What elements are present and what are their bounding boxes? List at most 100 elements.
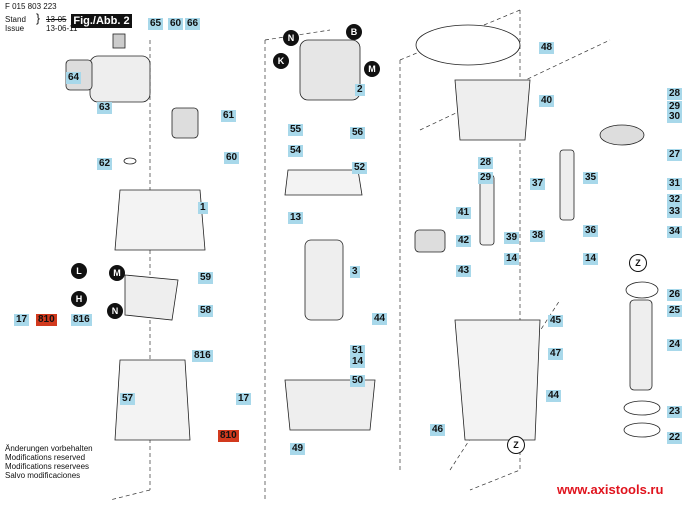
- part-label-810: 810: [218, 430, 239, 442]
- part-label-62: 62: [97, 158, 113, 170]
- part-label-51: 51: [350, 345, 366, 357]
- issue-label: Issue: [5, 24, 25, 33]
- top-housing-shape: [89, 55, 151, 103]
- part-label-44: 44: [372, 313, 388, 325]
- part-label-66: 66: [185, 18, 201, 30]
- gasket-shape: [415, 24, 521, 66]
- part-label-39: 39: [504, 232, 520, 244]
- part-label-36: 36: [583, 225, 599, 237]
- washer-shape: [123, 157, 137, 165]
- ring-22-shape: [623, 422, 661, 438]
- part-label-14: 14: [350, 356, 366, 368]
- part-label-26: 26: [667, 289, 683, 301]
- wire-marker-m: M: [109, 265, 125, 281]
- part-label-816: 816: [192, 350, 213, 362]
- part-label-2: 2: [355, 84, 365, 96]
- zone-marker-z: Z: [507, 436, 525, 454]
- website-link[interactable]: www.axistools.ru: [557, 482, 664, 497]
- cap-shape: [112, 33, 126, 49]
- part-label-30: 30: [667, 111, 683, 123]
- part-label-41: 41: [456, 207, 472, 219]
- part-label-57: 57: [120, 393, 136, 405]
- part-label-40: 40: [539, 95, 555, 107]
- bearing-flange-shape: [284, 379, 376, 431]
- part-label-52: 52: [352, 162, 368, 174]
- issue-value: 13-06-11: [46, 24, 78, 33]
- part-label-810: 810: [36, 314, 57, 326]
- part-label-55: 55: [288, 124, 304, 136]
- brace: }: [36, 11, 41, 25]
- part-label-42: 42: [456, 235, 472, 247]
- part-label-37: 37: [530, 178, 546, 190]
- wire-marker-b: B: [346, 24, 362, 40]
- part-label-17: 17: [14, 314, 30, 326]
- note-de: Änderungen vorbehalten: [5, 444, 93, 453]
- part-label-46: 46: [430, 424, 446, 436]
- part-label-14: 14: [504, 253, 520, 265]
- wire-marker-n: N: [107, 303, 123, 319]
- part-label-24: 24: [667, 339, 683, 351]
- part-label-48: 48: [539, 42, 555, 54]
- part-label-58: 58: [198, 305, 214, 317]
- part-label-32: 32: [667, 194, 683, 206]
- part-label-25: 25: [667, 305, 683, 317]
- part-label-23: 23: [667, 406, 683, 418]
- part-label-64: 64: [66, 72, 82, 84]
- part-label-54: 54: [288, 145, 304, 157]
- part-label-28: 28: [667, 88, 683, 100]
- footer-notes: Änderungen vorbehalten Modifications res…: [5, 444, 93, 480]
- part-label-1: 1: [198, 202, 208, 214]
- housing-shell-shape: [114, 189, 206, 251]
- note-fr: Modifications reservees: [5, 462, 90, 471]
- gear-cover-shape: [454, 79, 531, 141]
- parts-drawing: [65, 24, 661, 441]
- part-label-31: 31: [667, 178, 683, 190]
- part-label-56: 56: [350, 127, 366, 139]
- armature-shape: [304, 239, 344, 321]
- note-es: Salvo modificaciones: [5, 471, 81, 480]
- part-label-29: 29: [667, 101, 683, 113]
- part-label-34: 34: [667, 226, 683, 238]
- part-label-60: 60: [224, 152, 240, 164]
- shaft-39-shape: [479, 174, 495, 246]
- gear-30-shape: [599, 124, 645, 146]
- part-label-17: 17: [236, 393, 252, 405]
- part-label-33: 33: [667, 206, 683, 218]
- brush-plate-shape: [124, 274, 179, 321]
- part-label-13: 13: [288, 212, 304, 224]
- air-guide-shape: [284, 169, 363, 196]
- part-label-49: 49: [290, 443, 306, 455]
- part-label-60: 60: [168, 18, 184, 30]
- wire-marker-k: K: [273, 53, 289, 69]
- wire-marker-l: L: [71, 263, 87, 279]
- part-label-816: 816: [71, 314, 92, 326]
- part-label-14: 14: [583, 253, 599, 265]
- part-label-35: 35: [583, 172, 599, 184]
- zone-marker-z: Z: [629, 254, 647, 272]
- part-label-63: 63: [97, 102, 113, 114]
- shaft-35-shape: [559, 149, 575, 221]
- motor-housing-shape: [114, 359, 191, 441]
- part-number: F 015 803 223: [5, 2, 57, 11]
- part-label-44: 44: [546, 390, 562, 402]
- part-label-3: 3: [350, 266, 360, 278]
- gear-housing-shape: [454, 319, 541, 441]
- part-label-27: 27: [667, 149, 683, 161]
- field-shape: [299, 39, 361, 101]
- part-label-47: 47: [548, 348, 564, 360]
- part-label-38: 38: [530, 230, 546, 242]
- part-label-45: 45: [548, 315, 564, 327]
- part-label-22: 22: [667, 432, 683, 444]
- part-label-50: 50: [350, 375, 366, 387]
- wire-marker-m: M: [364, 61, 380, 77]
- gear-42-shape: [414, 229, 446, 253]
- spindle-shape: [629, 299, 653, 391]
- part-label-61: 61: [221, 110, 237, 122]
- grille-right-shape: [171, 107, 199, 139]
- note-en: Modifications reserved: [5, 453, 86, 462]
- part-label-43: 43: [456, 265, 472, 277]
- part-label-59: 59: [198, 272, 214, 284]
- figure-label: Fig./Abb. 2: [71, 14, 132, 28]
- washer-23-shape: [623, 400, 661, 416]
- stand-value: 13-05: [46, 15, 67, 24]
